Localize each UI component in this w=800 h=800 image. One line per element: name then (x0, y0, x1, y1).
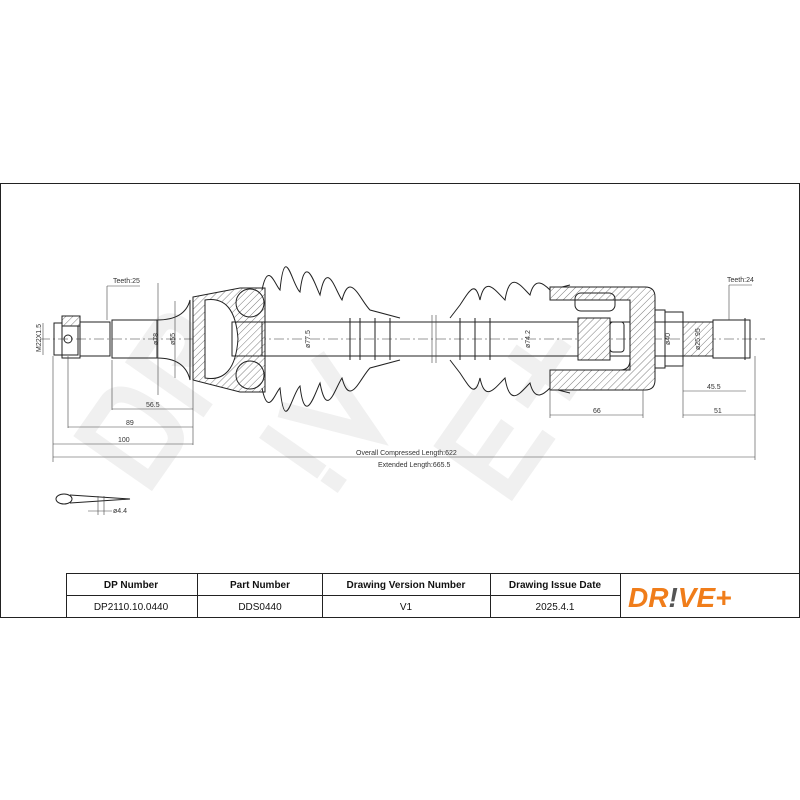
dia-25-95-label: ø25.95 (695, 328, 702, 350)
dia-77-5-label: ø77.5 (305, 330, 312, 348)
dim-51: 51 (714, 408, 722, 415)
dimension-lines (42, 283, 756, 462)
header-drawing-version: Drawing Version Number (347, 580, 466, 591)
dia-40-label: ø40 (665, 333, 672, 345)
dim-89: 89 (126, 420, 134, 427)
teeth-left-label: Teeth:25 (113, 278, 140, 285)
cotter-pin-icon (55, 493, 131, 515)
dim-45-5: 45.5 (707, 384, 721, 391)
teeth-right-label: Teeth:24 (727, 277, 754, 284)
right-stub-shaft (654, 309, 751, 369)
watermark (73, 313, 579, 502)
inner-tripod-joint (549, 286, 656, 391)
inner-boot (449, 282, 571, 319)
drawing-version-value: V1 (400, 602, 413, 613)
part-number-value: DDS0440 (238, 602, 282, 613)
header-issue-date: Drawing Issue Date (509, 580, 602, 591)
title-block (66, 573, 800, 618)
header-dp-number: DP Number (104, 580, 158, 591)
overall-compressed-length: Overall Compressed Length:622 (356, 450, 457, 457)
left-stub-shaft (53, 299, 191, 381)
outer-cv-joint (192, 287, 266, 393)
dim-100: 100 (118, 437, 130, 444)
thread-label: M22X1.5 (36, 324, 43, 352)
outer-boot (261, 266, 401, 319)
drive-plus-logo: DR!VE+ (628, 582, 731, 613)
dia-78-label: ø78 (153, 333, 160, 345)
dia-74-2-label: ø74.2 (525, 330, 532, 348)
dim-56-5: 56.5 (146, 402, 160, 409)
extended-length: Extended Length:665.5 (378, 462, 451, 469)
pin-dia-label: ø4.4 (113, 508, 127, 515)
issue-date-value: 2025.4.1 (536, 602, 575, 613)
dia-55-label: ø55 (170, 333, 177, 345)
dim-66: 66 (593, 408, 601, 415)
dp-number-value: DP2110.10.0440 (94, 602, 169, 613)
header-part-number: Part Number (230, 580, 290, 591)
